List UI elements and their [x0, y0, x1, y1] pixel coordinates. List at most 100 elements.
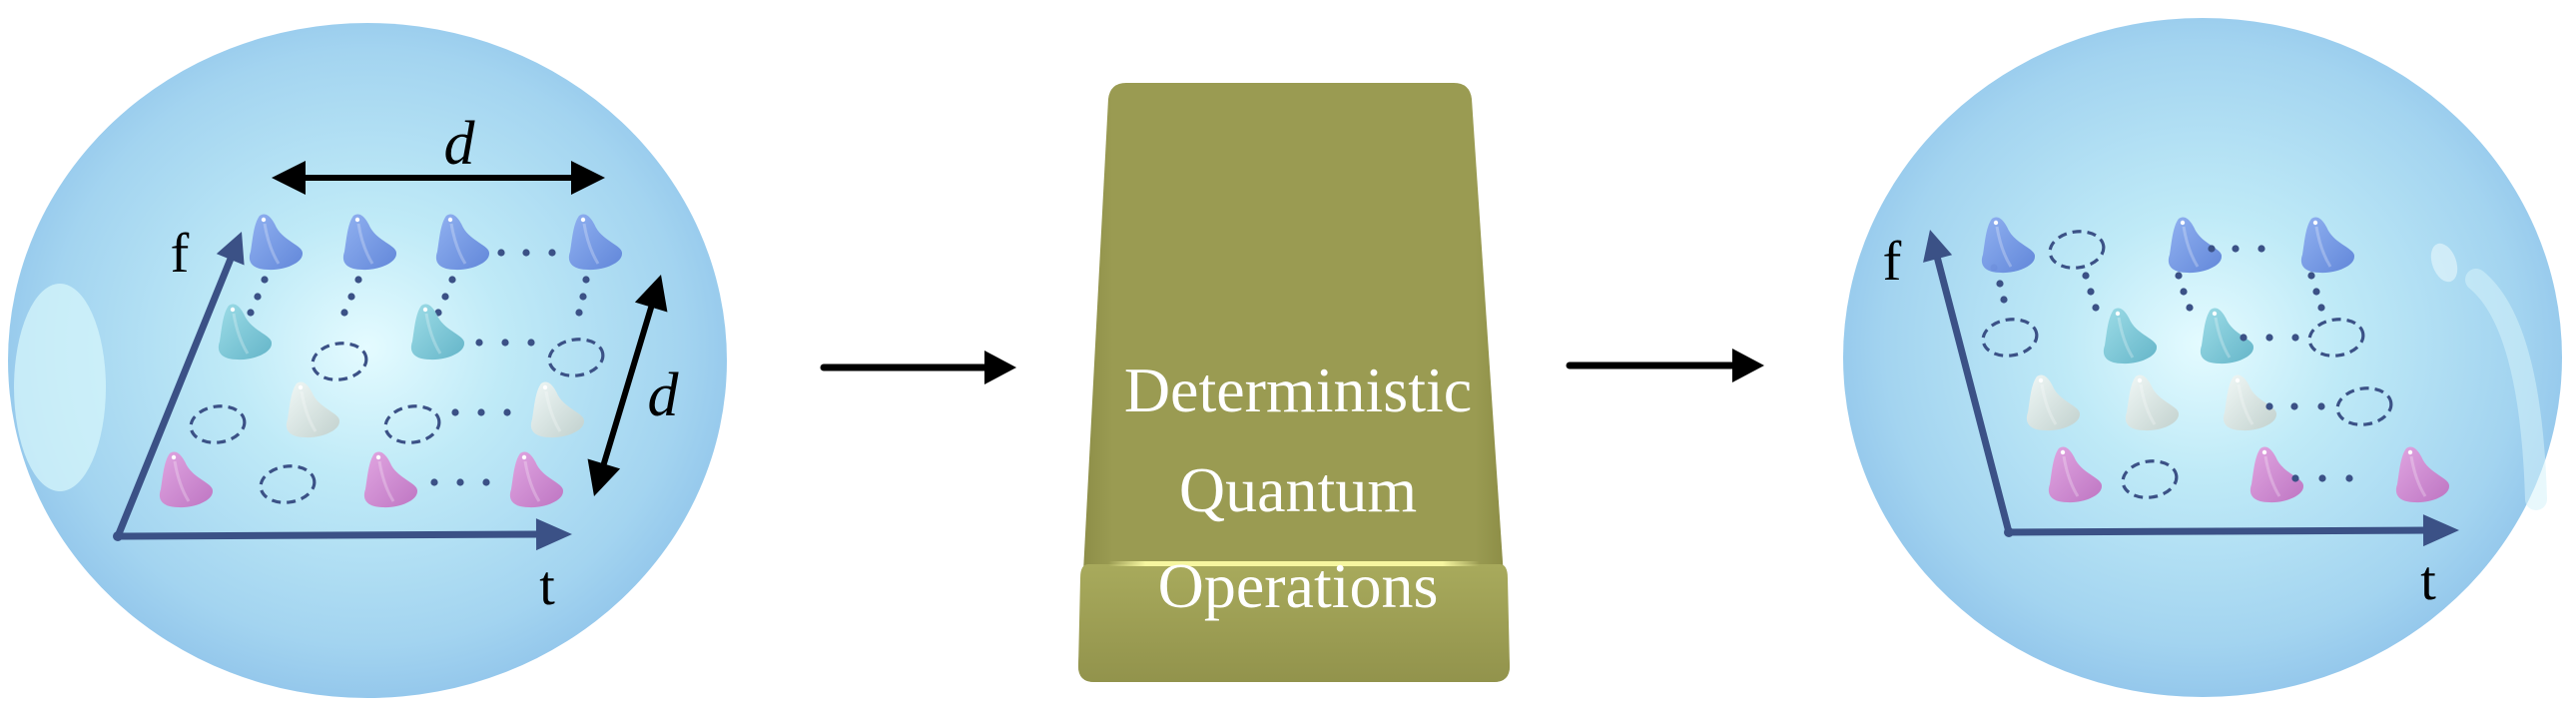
- ellipsis-dot: [482, 478, 490, 486]
- pulse-peak-teal: [218, 304, 273, 360]
- ellipsis-dot: [548, 249, 556, 257]
- ellipsis-dot: [2232, 245, 2240, 253]
- ellipsis-dot: [2318, 474, 2326, 482]
- box-label-line-3: Operations: [1158, 550, 1439, 621]
- empty-mode-slot: [311, 342, 368, 381]
- pulse-peak-teal: [410, 304, 465, 360]
- pulse-peak-teal: [2200, 308, 2254, 364]
- pulse-peak-white: [2223, 374, 2277, 431]
- time-axis: [2005, 526, 2433, 536]
- pulse-peak-blue: [2300, 217, 2355, 274]
- time-axis-label: t: [539, 555, 555, 617]
- ellipsis-dot: [501, 339, 509, 347]
- ellipsis-dot: [2290, 402, 2298, 410]
- ellipsis-dot: [354, 276, 362, 284]
- ellipsis-dot: [497, 249, 505, 257]
- empty-mode-slot: [547, 338, 605, 377]
- ellipsis-dot: [430, 478, 438, 486]
- pulse-peak-white: [2125, 374, 2180, 431]
- frequency-axis: [114, 250, 237, 540]
- ellipsis-dot: [2291, 474, 2299, 482]
- empty-mode-slot: [2307, 318, 2365, 358]
- box-label-line-2: Quantum: [1179, 454, 1417, 525]
- ellipsis-dot: [2186, 304, 2194, 312]
- flow-arrows: [820, 349, 1764, 384]
- ellipsis-dot: [340, 309, 348, 317]
- empty-mode-slot: [1981, 318, 2039, 358]
- dimension-arrowhead-left-icon: [272, 161, 306, 195]
- ellipsis-dot: [503, 408, 511, 416]
- pulse-peak-blue: [342, 214, 397, 271]
- ellipsis-dot: [2317, 304, 2325, 312]
- sphere-reflection-highlight: [14, 284, 106, 491]
- pulse-peak-teal: [2103, 308, 2158, 364]
- sphere-glare-spot: [2430, 243, 2458, 283]
- ellipsis-dot: [522, 249, 530, 257]
- frequency-axis: [1932, 249, 2013, 536]
- empty-mode-slot: [189, 404, 247, 444]
- pulse-peak-white: [530, 381, 585, 438]
- ellipsis-dot: [2291, 334, 2299, 342]
- empty-mode-slot: [2048, 230, 2106, 270]
- time-axis: [114, 530, 546, 540]
- ellipsis-dot: [451, 408, 459, 416]
- pulse-peak-white: [2026, 374, 2081, 431]
- pulse-peak-pink: [509, 451, 564, 508]
- dimension-arrow-vertical: [599, 302, 656, 469]
- ellipsis-dot: [477, 408, 485, 416]
- ellipsis-dot: [247, 309, 255, 317]
- ellipsis-dot: [2265, 334, 2273, 342]
- pulse-peak-blue: [435, 214, 490, 271]
- time-axis-arrowhead-icon: [2422, 514, 2459, 547]
- pulse-peak-white: [286, 381, 340, 438]
- frequency-axis-label: f: [1883, 231, 1902, 293]
- frequency-axis-arrowhead-icon: [1923, 230, 1953, 263]
- arrow-right-icon: [984, 351, 1016, 384]
- pulse-peak-pink: [159, 451, 214, 508]
- frequency-axis-arrowhead-icon: [216, 232, 245, 266]
- axes-origin: [113, 531, 123, 541]
- ellipsis-dot: [456, 478, 464, 486]
- ellipsis-dot: [2082, 272, 2090, 280]
- box-front-face: [1078, 564, 1510, 682]
- time-axis-label: t: [2420, 550, 2436, 612]
- empty-mode-slot: [2121, 459, 2179, 499]
- ellipsis-dot: [2000, 296, 2008, 304]
- box-label-line-1: Deterministic: [1124, 355, 1472, 425]
- ellipsis-dot: [261, 276, 269, 284]
- dimension-arrowhead-down-icon: [587, 458, 621, 496]
- ellipsis-dot: [582, 276, 590, 284]
- dimension-arrowhead-up-icon: [634, 275, 668, 313]
- output-arrow: [1566, 349, 1764, 382]
- box-body: [1078, 83, 1510, 682]
- sphere-glare-streak: [2465, 269, 2547, 510]
- pulse-peak-blue: [1981, 217, 2036, 274]
- ellipsis-dot: [254, 293, 262, 301]
- ellipsis-dot: [1996, 280, 2004, 288]
- arrow-right-icon: [1732, 349, 1764, 382]
- ellipsis-dot: [441, 293, 449, 301]
- pulse-peak-pink: [2250, 446, 2304, 503]
- ellipsis-dot: [475, 339, 483, 347]
- pulse-peak-blue: [2168, 217, 2223, 274]
- empty-mode-slot: [259, 464, 317, 504]
- ellipsis-dot: [2312, 288, 2320, 296]
- pulse-peak-pink: [2048, 446, 2103, 503]
- output-state-sphere: ft: [1843, 18, 2562, 697]
- ellipsis-dot: [2087, 288, 2095, 296]
- ellipsis-dot: [2208, 245, 2216, 253]
- ellipsis-dot: [2345, 474, 2353, 482]
- input-arrow: [820, 351, 1016, 384]
- ellipsis-dot: [2265, 402, 2273, 410]
- ellipsis-dot: [448, 276, 456, 284]
- dimension-label-vertical: d: [648, 361, 680, 429]
- ellipsis-dot: [2180, 288, 2188, 296]
- empty-mode-slot: [383, 404, 441, 444]
- frequency-axis-label: f: [171, 223, 190, 285]
- pulse-peak-blue: [249, 214, 304, 271]
- pulse-peak-pink: [2395, 446, 2450, 503]
- pulse-peak-pink: [363, 451, 418, 508]
- ellipsis-dot: [2240, 334, 2248, 342]
- pulse-peak-blue: [568, 214, 623, 271]
